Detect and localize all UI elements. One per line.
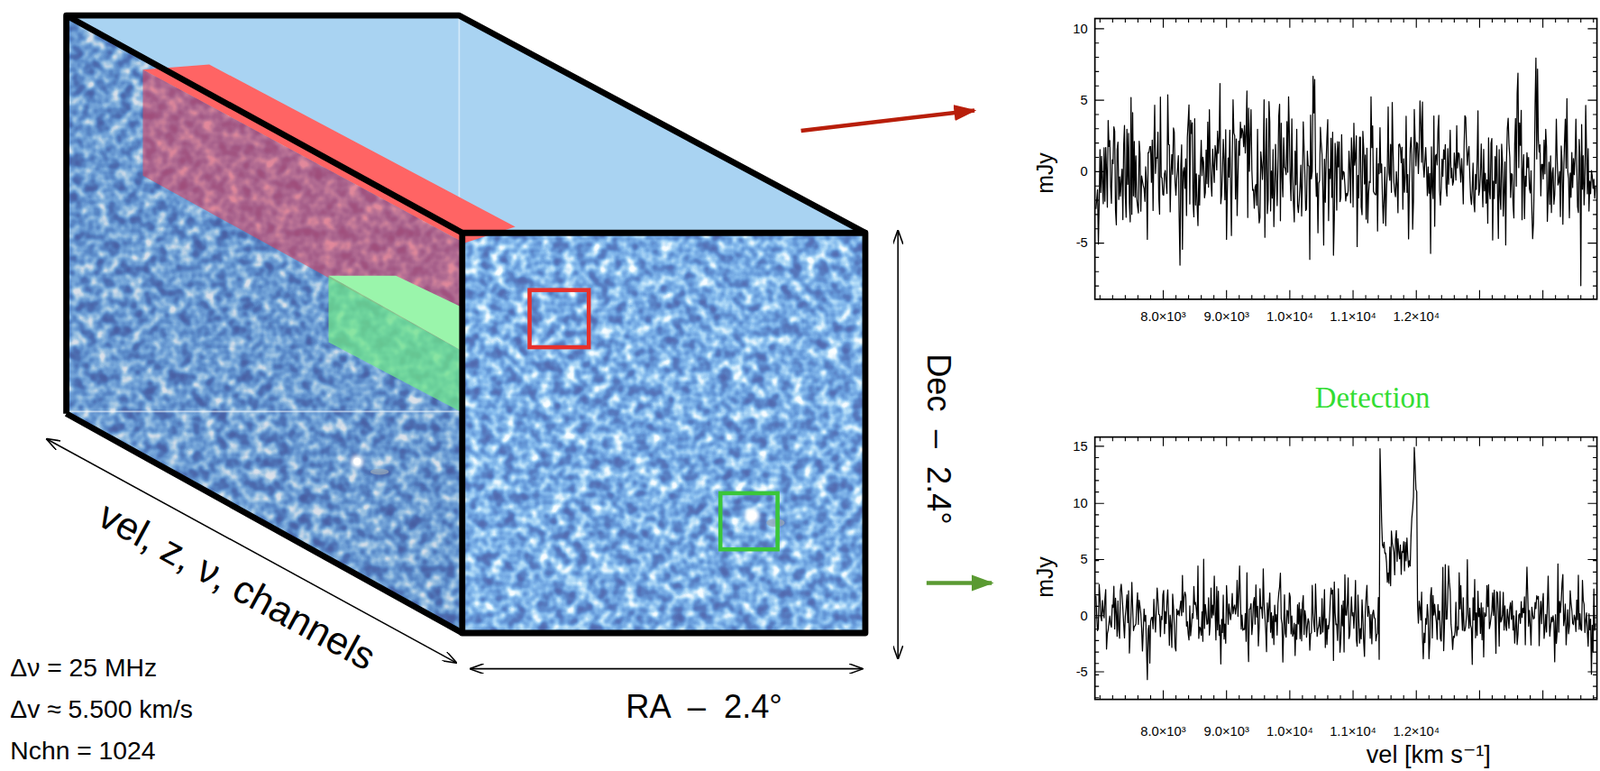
tick-label: 1.1×10⁴ (1329, 722, 1377, 738)
cube-back-edge (69, 411, 463, 413)
plot-frame (1095, 18, 1598, 300)
tick-label: -5 (1076, 235, 1088, 250)
cube-edge (462, 232, 866, 633)
dimension-label: RA – 2.4° (625, 689, 783, 726)
tick-label: 1.2×10⁴ (1392, 309, 1440, 324)
cube-edge (66, 15, 866, 413)
tick-label: 15 (1072, 438, 1088, 454)
spectrum-line (1096, 57, 1596, 285)
tick-label: 5 (1080, 92, 1088, 108)
axis-title: vel [km s⁻¹] (1366, 740, 1491, 768)
parameter-note: Nchn = 1024 (9, 737, 156, 766)
parameter-note: Δv ≈ 5.500 km/s (9, 694, 193, 723)
red-aperture (530, 290, 590, 348)
axis-ticks (1095, 18, 1598, 300)
axis-label: vel, z, ν, channels (91, 493, 383, 678)
parameter-note: Δν = 25 MHz (9, 654, 157, 683)
tick-label: 1.2×10⁴ (1392, 722, 1440, 738)
source-blob (350, 455, 364, 468)
tick-label: 9.0×10³ (1204, 722, 1250, 738)
tick-label: 0 (1080, 608, 1088, 623)
tick-label: 5 (1080, 551, 1088, 567)
axis-title: mJy (1033, 556, 1059, 598)
tick-label: 1.0×10⁴ (1266, 309, 1314, 324)
tick-label: 1.0×10⁴ (1266, 722, 1314, 738)
source-blob (744, 508, 759, 523)
tick-label: 8.0×10³ (1140, 722, 1186, 738)
tick-label: 10 (1072, 21, 1088, 37)
plot-heading: Detection (1315, 381, 1431, 414)
tick-label: 10 (1072, 495, 1088, 511)
tick-label: 9.0×10³ (1204, 309, 1250, 324)
source-blob (747, 511, 757, 521)
dimension-label: Dec – 2.4° (921, 353, 958, 525)
dimension-arrow (896, 230, 899, 659)
green-slab-side (329, 275, 466, 414)
green-slab-top (329, 275, 466, 353)
cube-front-face (462, 232, 866, 633)
spectrum-line (1096, 447, 1596, 680)
tick-label: -5 (1076, 664, 1088, 679)
pointer-arrow (926, 580, 992, 586)
dimension-arrow (46, 438, 457, 663)
pointer-arrow (801, 109, 975, 131)
axis-title: mJy (1033, 153, 1059, 195)
tick-label: 8.0×10³ (1140, 309, 1186, 324)
source-blob (353, 457, 361, 466)
source-smear (370, 468, 389, 476)
axis-ticks (1095, 437, 1598, 700)
tick-label: 1.1×10⁴ (1329, 309, 1377, 324)
tick-label: 0 (1080, 164, 1088, 179)
dimension-arrow (470, 667, 863, 670)
green-aperture (720, 493, 778, 549)
plot-frame (1095, 437, 1598, 700)
cube-edge (66, 15, 463, 233)
